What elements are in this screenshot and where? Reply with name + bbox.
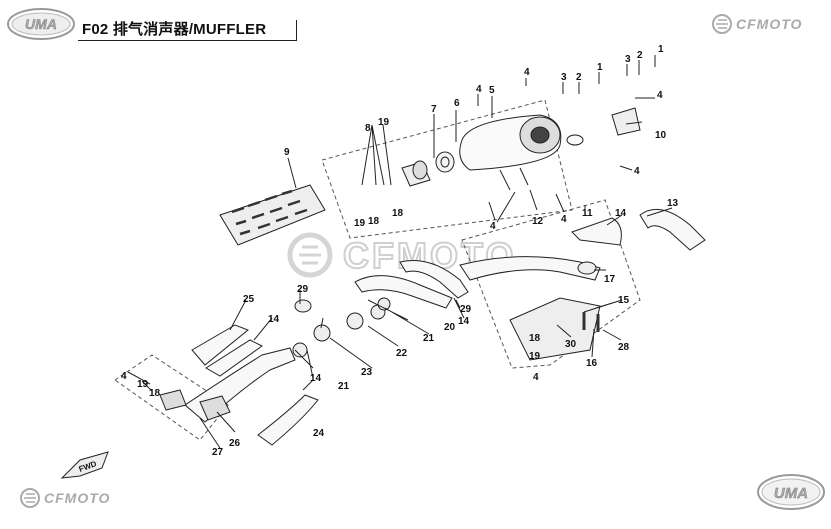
callout-16: 16 <box>586 358 598 369</box>
title-underline <box>78 40 296 41</box>
pipe-25 <box>191 324 249 366</box>
uma-logo-text: UMA <box>25 16 57 32</box>
cfmoto-logo-icon <box>712 14 732 34</box>
callout-26: 26 <box>229 438 241 449</box>
callout-19b: 19 <box>354 218 366 229</box>
callout-4e: 4 <box>561 214 567 225</box>
callout-1b: 1 <box>597 62 603 73</box>
callout-21b: 21 <box>338 381 350 392</box>
callout-28: 28 <box>618 342 630 353</box>
clamp-22 <box>346 312 364 330</box>
pipe-13 <box>639 208 706 251</box>
pipe-14-front <box>205 339 263 377</box>
front-pipe-group-frame <box>114 354 229 441</box>
spring-15 <box>582 312 600 332</box>
callout-25: 25 <box>243 294 255 305</box>
callout-18d: 18 <box>149 388 161 399</box>
callout-6: 6 <box>454 98 460 109</box>
pipe-21-upper <box>399 259 469 299</box>
pipe-14-top <box>571 217 622 246</box>
callout-9: 9 <box>284 147 290 158</box>
callout-3b: 3 <box>561 72 567 83</box>
callout-4a: 4 <box>524 67 530 78</box>
gasket-6 <box>435 151 455 173</box>
gasket-29 <box>294 299 312 313</box>
callout-3: 3 <box>625 54 631 65</box>
callout-1: 1 <box>658 44 664 55</box>
callout-13: 13 <box>667 198 679 209</box>
callout-18a: 18 <box>368 216 380 227</box>
page-title: F02 排气消声器/MUFFLER <box>82 21 267 38</box>
callout-24: 24 <box>313 428 325 439</box>
callout-19c: 19 <box>529 351 541 362</box>
cfmoto-brand-top-text: CFMOTO <box>736 16 802 32</box>
callout-2: 2 <box>637 50 643 61</box>
heat-shield <box>219 184 326 246</box>
muffler-group-frame <box>321 99 573 239</box>
callout-14a: 14 <box>615 208 627 219</box>
callout-23: 23 <box>361 367 373 378</box>
callout-22: 22 <box>396 348 408 359</box>
callout-14d: 14 <box>310 373 322 384</box>
callout-4h: 4 <box>121 371 127 382</box>
cfmoto-brand-bottom-text: CFMOTO <box>44 490 110 506</box>
callout-30: 30 <box>565 339 577 350</box>
pipe-20 <box>354 275 453 309</box>
callout-2b: 2 <box>576 72 582 83</box>
callout-11: 11 <box>582 208 593 219</box>
cfmoto-logo-icon <box>20 488 40 508</box>
clamp-23 <box>313 324 331 342</box>
callout-18b: 18 <box>392 208 404 219</box>
flange-front <box>159 389 187 411</box>
callout-19d: 19 <box>137 379 149 390</box>
uma-logo-bottom-icon: UMA <box>757 474 825 510</box>
pipe-17 <box>459 256 601 281</box>
title-divider <box>296 20 297 41</box>
callout-17: 17 <box>604 274 616 285</box>
bracket-10 <box>611 107 641 136</box>
callout-4c: 4 <box>657 90 663 101</box>
fwd-arrow-icon <box>60 451 109 479</box>
uma-logo-bottom-text: UMA <box>774 485 808 502</box>
callout-7: 7 <box>431 104 437 115</box>
callout-4d: 4 <box>634 166 640 177</box>
uma-logo-icon: UMA <box>7 8 75 40</box>
pipe-30-guard <box>509 297 601 361</box>
callout-8: 8 <box>365 123 371 134</box>
callout-4b: 4 <box>476 84 482 95</box>
callout-4f: 4 <box>490 221 496 232</box>
rear-pipe-group-frame <box>461 199 641 369</box>
callout-19a: 19 <box>378 117 390 128</box>
callout-20: 20 <box>444 322 456 333</box>
callout-5: 5 <box>489 85 495 96</box>
pipe-26-flange <box>199 395 231 421</box>
cfmoto-brand-top: CFMOTO <box>712 14 802 34</box>
callout-14c: 14 <box>268 314 280 325</box>
pipe-24 <box>257 394 319 446</box>
callout-labels: 1 2 3 1 2 3 4 4 5 6 7 8 19 9 4 10 4 13 1… <box>121 44 679 458</box>
callout-15: 15 <box>618 295 630 306</box>
callout-27: 27 <box>212 447 224 458</box>
callout-18c: 18 <box>529 333 541 344</box>
callout-12: 12 <box>532 216 544 227</box>
callout-10: 10 <box>655 130 667 141</box>
callout-29a: 29 <box>460 304 472 315</box>
gasket-17 <box>577 261 597 275</box>
callout-29b: 29 <box>297 284 309 295</box>
cfmoto-brand-bottom: CFMOTO <box>20 488 110 508</box>
callout-21a: 21 <box>423 333 435 344</box>
callout-4g: 4 <box>533 372 539 383</box>
callout-14b: 14 <box>458 316 470 327</box>
cfmoto-watermark-icon <box>287 232 333 278</box>
muffler-body <box>459 114 584 191</box>
